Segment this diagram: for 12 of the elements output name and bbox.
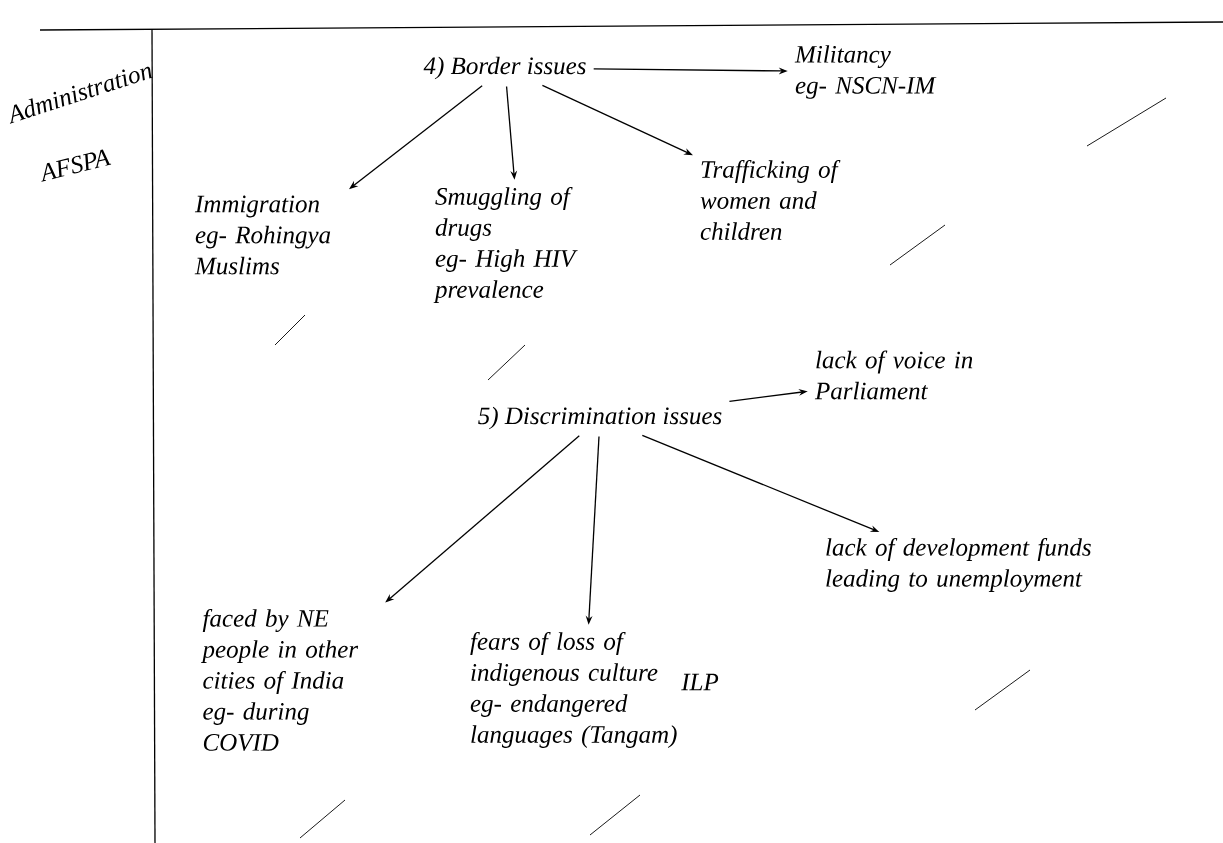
note-text: Smuggling of drugs eg- High HIV prevalence xyxy=(433,187,578,303)
margin-note: ILP xyxy=(681,673,719,691)
note-text: lack of development funds leading to unemployment xyxy=(826,538,1091,592)
note-text: 5) Discrimination issues xyxy=(478,406,722,430)
note-text: fears of loss of indigenous culture eg- endangered languages (Tangam) xyxy=(470,632,677,748)
margin-note: AFSPA xyxy=(41,149,112,182)
note-text: 4) Border issues xyxy=(423,56,586,80)
note-text: Immigration eg- Rohingya Muslims xyxy=(194,195,331,275)
note-text: faced by NE people in other cities of India eg- during COVID xyxy=(201,609,359,751)
note-text: Trafficking of women and children xyxy=(700,160,841,240)
note-text: Militancy eg- NSCN-IM xyxy=(794,45,937,99)
note-text: lack of voice in Parliament xyxy=(814,350,973,400)
